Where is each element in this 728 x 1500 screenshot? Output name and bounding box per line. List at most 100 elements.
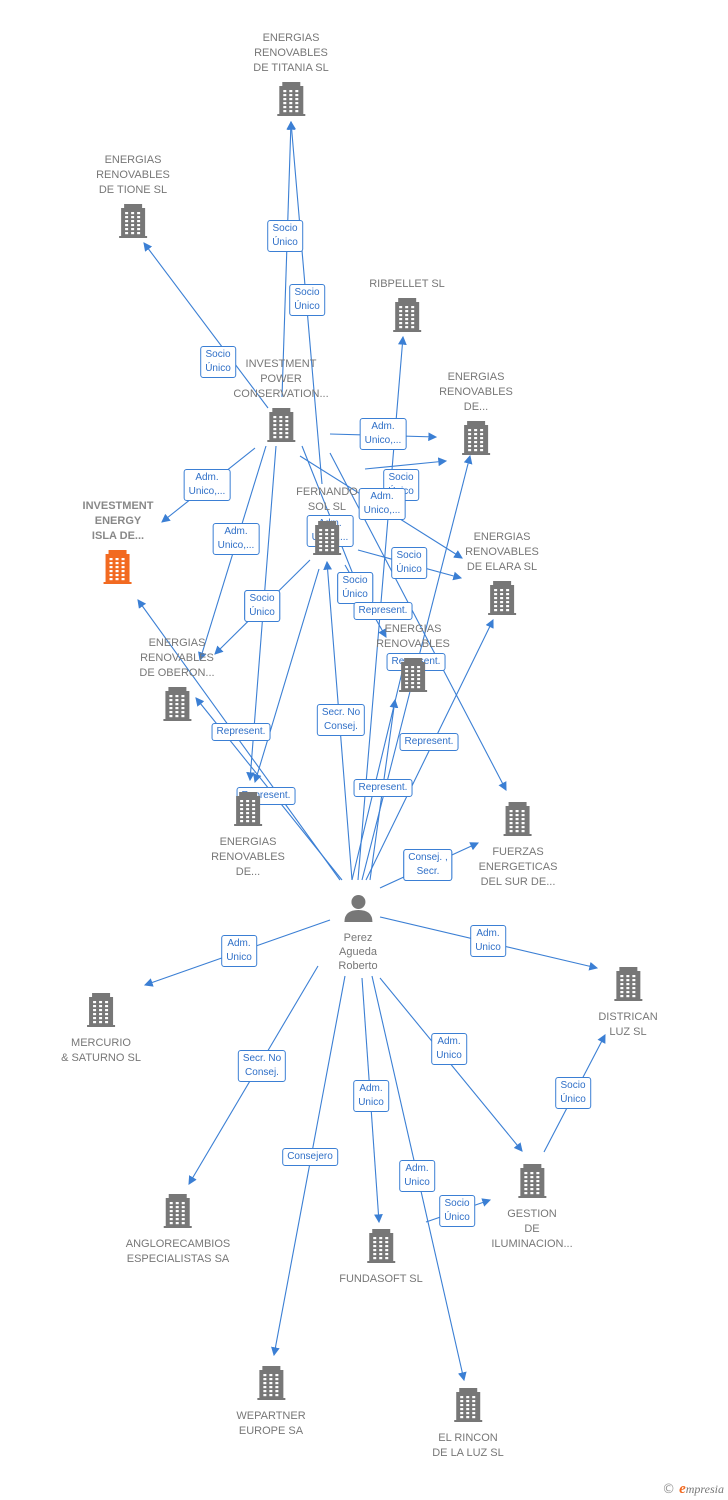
company-node-gestion[interactable]: GESTION DE ILUMINACION... bbox=[491, 1164, 573, 1252]
company-node-ribpellet[interactable]: RIBPELLET SL bbox=[369, 277, 445, 337]
building-icon bbox=[266, 408, 295, 442]
edge-label-fernando-to-erbot[interactable]: Socio Único bbox=[337, 572, 373, 604]
building-icon bbox=[256, 1366, 285, 1400]
logo-initial: e bbox=[679, 1481, 686, 1497]
edge-label-ipc-to-erbot[interactable]: Socio Único bbox=[244, 590, 280, 622]
building-icon-wrapper bbox=[233, 792, 263, 831]
company-node-fernando[interactable]: FERNANDO SOL SL bbox=[296, 485, 358, 560]
building-icon bbox=[503, 802, 532, 836]
node-label-titania: ENERGIAS RENOVABLES DE TITANIA SL bbox=[253, 32, 329, 74]
building-icon-wrapper bbox=[256, 1366, 286, 1405]
building-icon-wrapper bbox=[392, 298, 422, 337]
edge-label-person-to-wepartner[interactable]: Consejero bbox=[282, 1148, 338, 1166]
company-node-erbot[interactable]: ENERGIAS RENOVABLES DE... bbox=[211, 792, 285, 880]
company-node-ermid[interactable]: ENERGIAS RENOVABLES bbox=[376, 622, 450, 697]
building-icon bbox=[462, 421, 490, 455]
node-label-fernando: FERNANDO SOL SL bbox=[296, 486, 358, 513]
building-icon-wrapper bbox=[366, 1229, 396, 1268]
node-label-fundasoft: FUNDASOFT SL bbox=[339, 1273, 423, 1285]
company-node-districan[interactable]: DISTRICAN LUZ SL bbox=[598, 967, 658, 1040]
building-icon bbox=[234, 792, 262, 826]
edge-label-rincon-to-gestion[interactable]: Socio Único bbox=[439, 1195, 475, 1227]
building-icon bbox=[163, 687, 191, 721]
company-node-tione[interactable]: ENERGIAS RENOVABLES DE TIONE SL bbox=[96, 153, 170, 243]
edge-label-fernando-to-titania[interactable]: Socio Único bbox=[289, 284, 325, 316]
node-label-wepartner: WEPARTNER EUROPE SA bbox=[236, 1410, 306, 1437]
building-icon-wrapper bbox=[517, 1164, 547, 1203]
edge-label-gestion-to-districan[interactable]: Socio Único bbox=[555, 1077, 591, 1109]
edge-label-person-to-mercurio[interactable]: Adm. Unico bbox=[221, 935, 257, 967]
building-icon bbox=[277, 82, 305, 116]
building-icon bbox=[393, 298, 421, 332]
building-icon-wrapper bbox=[503, 802, 533, 841]
building-icon bbox=[164, 1194, 192, 1228]
building-icon-wrapper bbox=[118, 204, 148, 243]
edge-label-ipc-to-elara[interactable]: Adm. Unico,... bbox=[358, 488, 406, 520]
edge-label-person-to-rincon[interactable]: Adm. Unico bbox=[399, 1160, 435, 1192]
building-icon bbox=[399, 658, 427, 692]
company-node-mercurio[interactable]: MERCURIO & SATURNO SL bbox=[61, 993, 141, 1066]
edge-label-fernando-to-elara[interactable]: Socio Único bbox=[391, 547, 427, 579]
building-icon-wrapper bbox=[453, 1388, 483, 1427]
building-icon-wrapper bbox=[86, 993, 116, 1032]
company-node-titania[interactable]: ENERGIAS RENOVABLES DE TITANIA SL bbox=[253, 31, 329, 121]
node-label-tione: ENERGIAS RENOVABLES DE TIONE SL bbox=[96, 154, 170, 196]
person-node-person[interactable]: Perez Agueda Roberto bbox=[338, 894, 378, 973]
node-label-ribpellet: RIBPELLET SL bbox=[369, 278, 445, 290]
person-icon bbox=[343, 895, 372, 922]
node-label-anglo: ANGLORECAMBIOS ESPECIALISTAS SA bbox=[125, 1238, 231, 1265]
building-icon bbox=[367, 1229, 395, 1263]
edge-label-person-to-elara[interactable]: Represent. bbox=[399, 733, 459, 751]
company-node-erde[interactable]: ENERGIAS RENOVABLES DE... bbox=[439, 370, 513, 460]
node-label-fuerzas: FUERZAS ENERGETICAS DEL SUR DE... bbox=[478, 846, 558, 888]
building-icon bbox=[119, 204, 147, 238]
company-node-wepartner[interactable]: WEPARTNER EUROPE SA bbox=[236, 1366, 306, 1439]
building-icon bbox=[614, 967, 642, 1001]
company-node-anglo[interactable]: ANGLORECAMBIOS ESPECIALISTAS SA bbox=[125, 1194, 231, 1267]
building-icon-wrapper bbox=[266, 408, 296, 447]
building-icon-wrapper bbox=[312, 521, 342, 560]
edge-label-ipc-to-titania[interactable]: Socio Único bbox=[267, 220, 303, 252]
edge-label-ipc-to-iei[interactable]: Adm. Unico,... bbox=[183, 469, 231, 501]
node-label-ermid: ENERGIAS RENOVABLES bbox=[376, 623, 450, 650]
company-node-rincon[interactable]: EL RINCON DE LA LUZ SL bbox=[432, 1388, 504, 1461]
building-icon-wrapper bbox=[487, 581, 517, 620]
edge-ipc-to-titania bbox=[281, 120, 296, 398]
empresia-logo: empresia bbox=[679, 1481, 724, 1498]
company-node-ipc[interactable]: INVESTMENT POWER CONSERVATION... bbox=[233, 357, 329, 447]
company-node-fuerzas[interactable]: FUERZAS ENERGETICAS DEL SUR DE... bbox=[478, 802, 558, 890]
company-node-oberon[interactable]: ENERGIAS RENOVABLES DE OBERON... bbox=[139, 636, 215, 726]
edge-label-person-to-fernando[interactable]: Secr. No Consej. bbox=[316, 704, 366, 736]
copyright-symbol: © bbox=[662, 1482, 676, 1497]
edge-label-person-to-fundasoft[interactable]: Adm. Unico bbox=[353, 1080, 389, 1112]
edge-label-person-to-fuerzas[interactable]: Consej. , Secr. bbox=[403, 849, 453, 881]
edge-label-person-to-anglo[interactable]: Secr. No Consej. bbox=[237, 1050, 287, 1082]
edge-label-ipc-to-oberon[interactable]: Adm. Unico,... bbox=[212, 523, 260, 555]
edge-label-person-to-iei[interactable]: Represent. bbox=[211, 723, 271, 741]
edge-label-ipc-to-tione[interactable]: Socio Único bbox=[200, 346, 236, 378]
company-node-iei[interactable]: INVESTMENT ENERGY ISLA DE... bbox=[82, 499, 154, 589]
node-label-person: Perez Agueda Roberto bbox=[338, 932, 378, 972]
node-label-oberon: ENERGIAS RENOVABLES DE OBERON... bbox=[139, 637, 215, 679]
company-node-fundasoft[interactable]: FUNDASOFT SL bbox=[339, 1229, 423, 1287]
building-icon-wrapper bbox=[276, 82, 306, 121]
node-label-iei: INVESTMENT ENERGY ISLA DE... bbox=[82, 500, 154, 542]
building-icon bbox=[488, 581, 516, 615]
node-label-elara: ENERGIAS RENOVABLES DE ELARA SL bbox=[465, 531, 539, 573]
node-label-mercurio: MERCURIO & SATURNO SL bbox=[61, 1037, 141, 1064]
company-node-elara[interactable]: ENERGIAS RENOVABLES DE ELARA SL bbox=[465, 530, 539, 620]
empresia-watermark: © empresia bbox=[662, 1481, 724, 1498]
node-label-erde: ENERGIAS RENOVABLES DE... bbox=[439, 371, 513, 413]
edge-label-person-to-districan[interactable]: Adm. Unico bbox=[470, 925, 506, 957]
edge-label-person-to-gestion[interactable]: Adm. Unico bbox=[431, 1033, 467, 1065]
logo-rest: mpresia bbox=[685, 1482, 724, 1496]
node-label-erbot: ENERGIAS RENOVABLES DE... bbox=[211, 836, 285, 878]
edge-label-person-to-erbot[interactable]: Represent. bbox=[353, 602, 413, 620]
building-icon-wrapper bbox=[398, 658, 428, 697]
edge-label-ipc-to-erde[interactable]: Adm. Unico,... bbox=[359, 418, 407, 450]
edge-label-person-to-ermid[interactable]: Represent. bbox=[353, 779, 413, 797]
building-icon bbox=[517, 1164, 546, 1198]
node-label-ipc: INVESTMENT POWER CONSERVATION... bbox=[233, 358, 329, 400]
building-icon-wrapper bbox=[162, 687, 192, 726]
